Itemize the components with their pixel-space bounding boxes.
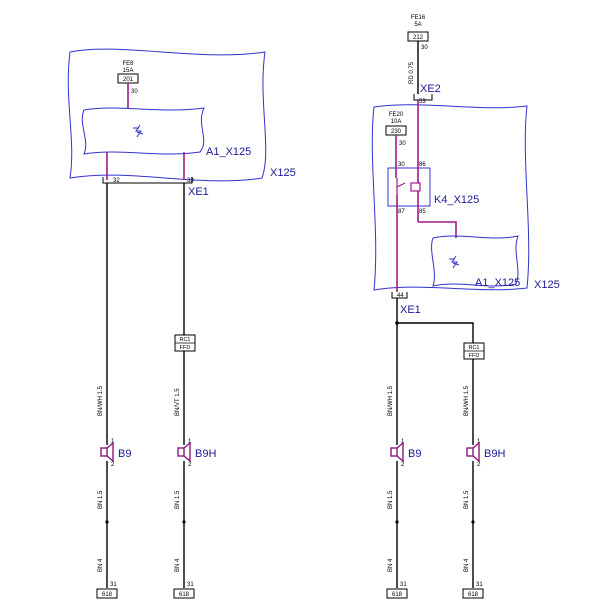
right-connector-top-bracket: [413, 94, 433, 101]
svg-text:BN 1.5: BN 1.5: [98, 490, 104, 509]
left-fuse-rating: 15A: [123, 68, 134, 74]
left-connector-bracket: [102, 177, 193, 184]
left-ground-1-box: [96, 588, 118, 599]
svg-text:BN 4: BN 4: [175, 558, 181, 572]
svg-text:1: 1: [188, 439, 192, 445]
svg-text:31: 31: [187, 582, 194, 588]
relay-coil-icon: [410, 182, 421, 192]
right-junction: [395, 321, 399, 325]
svg-text:30: 30: [421, 45, 428, 51]
right-circuit: FE16 5A 212 30 RD 0.75 XE2 53 X125 FE20 …: [371, 15, 560, 599]
left-speaker-b9: 1 2 B9: [100, 439, 131, 468]
left-housing-label: X125: [270, 167, 296, 179]
right-ground-1: 618: [392, 592, 403, 598]
left-module-symbol-icon: [133, 124, 144, 138]
svg-text:BN 4: BN 4: [98, 558, 104, 572]
svg-text:30: 30: [398, 162, 405, 168]
right-wire-1-color: BN/WH 1.5: [388, 385, 394, 416]
right-relay-label: K4_X125: [434, 194, 479, 206]
svg-text:2: 2: [401, 462, 405, 468]
left-speaker-b9h: 1 2 B9H: [177, 439, 216, 468]
right-connector-top-label: XE2: [420, 83, 441, 95]
svg-text:30: 30: [399, 141, 406, 147]
left-module-label: A1_X125: [206, 146, 251, 158]
left-speaker-b9-label: B9: [118, 448, 131, 460]
right-speaker-b9h: 1 2 B9H: [466, 439, 505, 468]
svg-text:31: 31: [476, 582, 483, 588]
right-top-fuse-name: FE16: [411, 15, 426, 21]
svg-text:85: 85: [419, 209, 426, 215]
right-ground-2: 618: [468, 592, 479, 598]
left-pin-a: 32: [113, 178, 120, 184]
right-rc-line2: FFD: [469, 353, 480, 359]
right-relay-box: [387, 167, 431, 207]
left-pin-b: 33: [187, 178, 194, 184]
speaker-icon: [466, 447, 474, 457]
svg-text:2: 2: [188, 462, 192, 468]
left-ground-1: 618: [102, 592, 113, 598]
right-splice-1: [395, 520, 399, 524]
svg-text:53: 53: [419, 99, 426, 105]
right-ground-1-box: [386, 588, 408, 599]
left-module-outline: [81, 107, 205, 155]
svg-text:BN 1.5: BN 1.5: [388, 490, 394, 509]
right-wire-2-top: [397, 322, 474, 343]
left-ground-2-box: [173, 588, 195, 599]
right-speaker-b9-label: B9: [408, 448, 421, 460]
right-ground-2-box: [462, 588, 484, 599]
svg-text:31: 31: [400, 582, 407, 588]
svg-text:2: 2: [111, 462, 115, 468]
right-in-fuse-name: FE20: [389, 112, 404, 118]
left-splice-2: [182, 520, 186, 524]
right-rc-line1: RC1: [468, 345, 479, 351]
left-ground-2: 618: [179, 592, 190, 598]
svg-text:87: 87: [398, 209, 405, 215]
left-fuse-terminal: 201: [123, 77, 134, 83]
right-relay-module-wire: [418, 221, 457, 238]
svg-text:BN 1.5: BN 1.5: [175, 490, 181, 509]
right-module-label: A1_X125: [475, 277, 520, 289]
speaker-icon: [390, 447, 398, 457]
right-speaker-b9h-label: B9H: [484, 448, 505, 460]
svg-text:BN 4: BN 4: [388, 558, 394, 572]
right-module-symbol-icon: [449, 255, 460, 269]
svg-text:BN 1.5: BN 1.5: [464, 490, 470, 509]
left-connector-label: XE1: [188, 186, 209, 198]
svg-text:2: 2: [477, 462, 481, 468]
svg-text:31: 31: [110, 582, 117, 588]
right-speaker-b9: 1 2 B9: [390, 439, 421, 468]
right-in-fuse-rating: 10A: [391, 119, 402, 125]
svg-text:1: 1: [111, 439, 115, 445]
left-wire-2-color: BN/VT 1.5: [175, 388, 181, 416]
speaker-icon: [177, 447, 185, 457]
left-wire-1-color: BN/WH 1.5: [98, 385, 104, 416]
svg-text:1: 1: [401, 439, 405, 445]
left-rc-line1: RC1: [179, 337, 190, 343]
relay-switch-icon: [396, 178, 406, 195]
right-housing-outline: [371, 104, 530, 291]
right-top-wire-color: RD 0.75: [409, 61, 415, 84]
right-in-fuse-terminal: 230: [391, 129, 402, 135]
right-top-fuse-terminal: 212: [413, 35, 424, 41]
right-wire-2-color: BN/WH 1.5: [464, 385, 470, 416]
right-pin: 44: [397, 293, 404, 299]
speaker-icon: [100, 447, 108, 457]
left-splice-1: [105, 520, 109, 524]
svg-text:1: 1: [477, 439, 481, 445]
left-fuse-name: FE8: [122, 61, 134, 67]
left-fuse-pin: 30: [131, 89, 138, 95]
svg-text:86: 86: [419, 162, 426, 168]
right-connector-label: XE1: [400, 304, 421, 316]
left-speaker-b9h-label: B9H: [195, 448, 216, 460]
right-housing-label: X125: [534, 279, 560, 291]
left-circuit: X125 FE8 15A 201 30 A1_X125 32 33 XE1 RC…: [67, 48, 296, 599]
right-module-outline: [431, 235, 519, 287]
right-splice-2: [471, 520, 475, 524]
left-rc-line2: FFD: [180, 345, 191, 351]
right-top-fuse-rating: 5A: [414, 22, 421, 28]
right-connector-bracket: [391, 292, 408, 299]
svg-text:BN 4: BN 4: [464, 558, 470, 572]
left-housing-outline: [67, 48, 267, 182]
